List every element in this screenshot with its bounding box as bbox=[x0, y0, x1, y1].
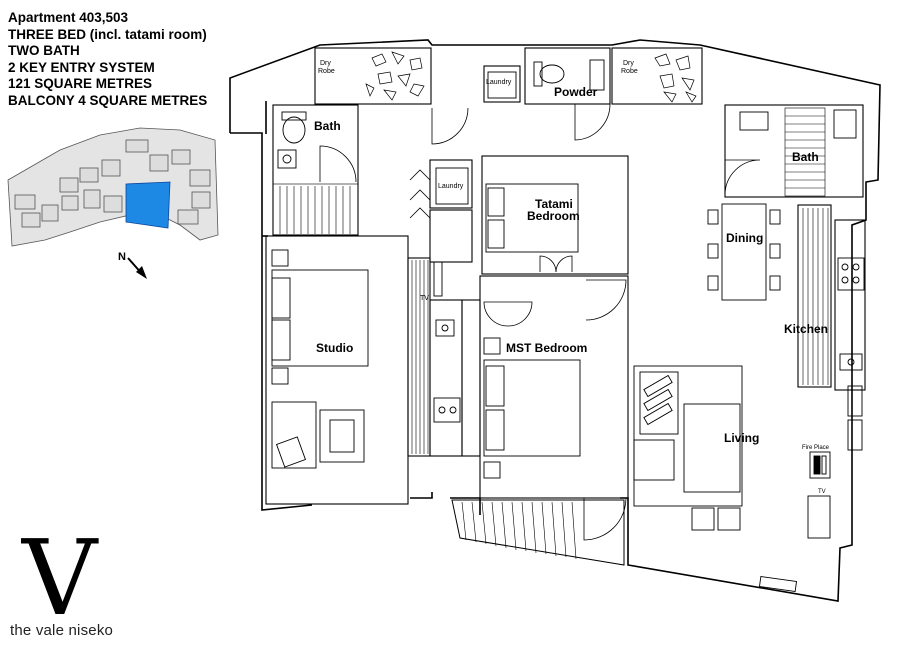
label-studio: Studio bbox=[316, 341, 353, 355]
label-dry-robe-right-2: Robe bbox=[621, 68, 638, 75]
room-labels: Bath Dry Robe Laundry Powder Dry Robe Ba… bbox=[314, 60, 830, 495]
outer-walls bbox=[229, 39, 881, 602]
label-dry-robe-left-2: Robe bbox=[318, 68, 335, 75]
door-swings bbox=[319, 103, 761, 541]
label-dry-robe-right-1: Dry bbox=[623, 60, 634, 67]
label-bath-right: Bath bbox=[792, 150, 819, 164]
summary-line-bedrooms: THREE BED (incl. tatami room) bbox=[8, 26, 207, 42]
label-mst-bedroom: MST Bedroom bbox=[506, 341, 587, 355]
label-tv-living: TV bbox=[818, 489, 826, 495]
brand-logo: V bbox=[22, 517, 98, 639]
label-tatami-1: Tatami bbox=[535, 197, 573, 211]
summary-line-area: 121 SQUARE METRES bbox=[8, 76, 153, 91]
label-kitchen: Kitchen bbox=[784, 322, 828, 336]
label-dining: Dining bbox=[726, 231, 763, 245]
label-tatami-2: Bedroom bbox=[527, 209, 580, 223]
label-powder: Powder bbox=[554, 85, 598, 99]
label-fire-place: Fire Place bbox=[802, 445, 830, 451]
north-label: N bbox=[118, 251, 126, 263]
summary-line-entry: 2 KEY ENTRY SYSTEM bbox=[8, 59, 155, 75]
highlighted-unit bbox=[125, 181, 171, 229]
summary-line-balcony: BALCONY 4 SQUARE METRES bbox=[8, 92, 208, 108]
summary-line-apartment: Apartment 403,503 bbox=[8, 10, 129, 25]
slat-hatching bbox=[272, 107, 829, 566]
brand-name: the vale niseko bbox=[10, 622, 114, 639]
label-laundry-top: Laundry bbox=[486, 79, 512, 86]
pebble-pattern bbox=[365, 51, 697, 103]
label-tv-studio: TV bbox=[420, 295, 429, 302]
summary-line-baths: TWO BATH bbox=[8, 43, 80, 58]
apartment-summary: Apartment 403,503 THREE BED (incl. tatam… bbox=[8, 10, 207, 109]
label-bath-left: Bath bbox=[314, 119, 341, 133]
label-laundry-mid: Laundry bbox=[438, 183, 464, 190]
fixtures bbox=[271, 59, 865, 592]
north-arrow: N bbox=[118, 251, 147, 279]
interior-walls bbox=[265, 47, 866, 505]
label-dry-robe-left-1: Dry bbox=[320, 60, 331, 67]
key-plan bbox=[7, 127, 219, 247]
label-living: Living bbox=[724, 431, 759, 445]
